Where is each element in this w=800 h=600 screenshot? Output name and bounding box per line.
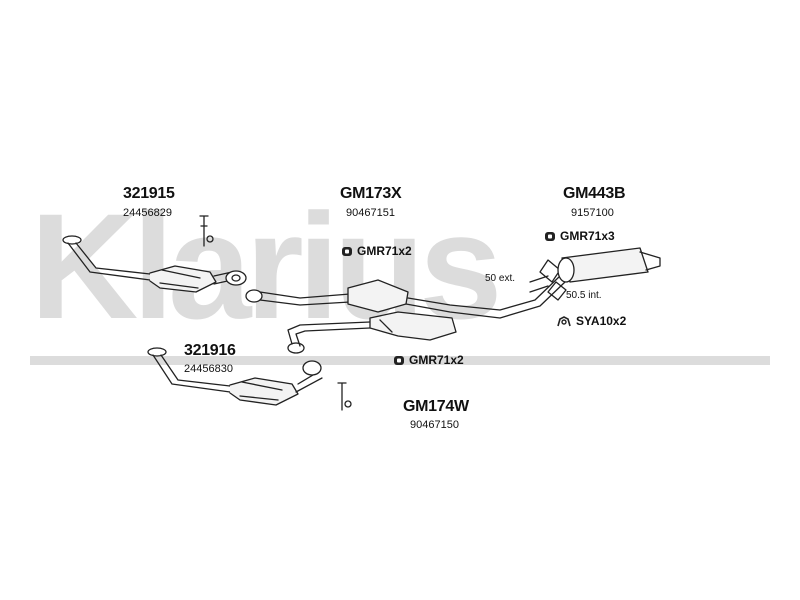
measurement-internal: 50.5 int. [566,290,602,301]
fitting-gmr71x2-middle: GMR71x2 [393,353,464,367]
rubber-mount-icon [394,355,404,365]
measurement-external: 50 ext. [485,273,516,284]
front-pipe-321915 [62,215,247,293]
rubber-mount-icon [545,231,555,241]
fitting-gmr71x3-rear: GMR71x3 [544,229,615,243]
part-code-gm173x: GM173X [340,185,402,202]
part-code-gm174w: GM174W [403,398,469,415]
part-number-90467150: 90467150 [410,419,459,431]
fitting-label: SYA10x2 [576,314,627,328]
part-code-gm443b: GM443B [563,185,626,202]
fitting-label: GMR71x2 [357,244,412,258]
rear-section-gm443b [529,247,661,301]
fitting-sya10x2-rear: SYA10x2 [556,314,626,328]
part-number-24456830: 24456830 [184,363,233,375]
rubber-mount-icon [342,246,352,256]
middle-section-gm174w [287,311,457,354]
fitting-label: GMR71x3 [560,229,615,243]
fitting-gmr71x2-centre: GMR71x2 [341,244,412,258]
part-number-9157100: 9157100 [571,207,614,219]
part-number-90467151: 90467151 [346,207,395,219]
part-code-321915: 321915 [123,185,175,202]
part-number-24456829: 24456829 [123,207,172,219]
part-code-321916: 321916 [184,342,236,359]
front-pipe-321916 [147,347,352,411]
fitting-label: GMR71x2 [409,353,464,367]
clamp-icon [557,315,571,326]
centre-section-gm173x [245,275,566,319]
